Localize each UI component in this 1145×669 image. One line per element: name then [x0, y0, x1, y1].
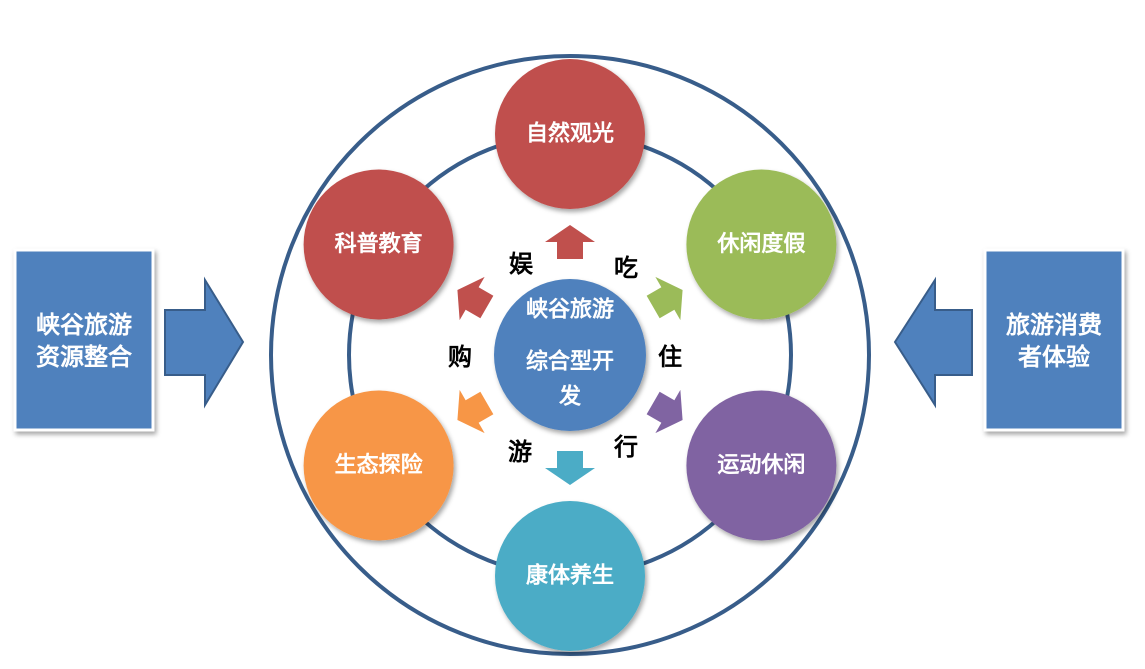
center-circle — [494, 279, 646, 431]
node-circle — [495, 59, 645, 209]
node-label: 生态探险 — [335, 452, 424, 478]
node-label: 休闲度假 — [716, 231, 805, 257]
node-label: 自然观光 — [526, 121, 614, 147]
element-label-zhu: 住 — [658, 343, 682, 371]
node-label: 科普教育 — [335, 231, 423, 257]
element-label-chi: 吃 — [614, 254, 638, 282]
element-label-gou: 购 — [448, 343, 472, 371]
right-box-line2: 者体验 — [1018, 343, 1090, 371]
left-box-line2: 资源整合 — [36, 343, 133, 371]
direction-arrow-icon — [457, 276, 494, 321]
node-circle — [303, 169, 454, 320]
outer-ring — [269, 54, 871, 656]
node-circle — [495, 501, 645, 651]
left-box-line1: 峡谷旅游 — [36, 311, 132, 339]
direction-arrow-icon — [545, 225, 595, 259]
right-arrow-icon — [893, 276, 973, 409]
element-label-yu: 娱 — [509, 250, 534, 278]
node-label: 运动休闲 — [717, 453, 805, 478]
direction-arrow-icon — [646, 389, 683, 434]
node-circle — [686, 390, 837, 541]
node-label: 康体养生 — [526, 563, 614, 589]
direction-arrow-icon — [545, 451, 595, 485]
node-circle — [303, 390, 454, 541]
center-line1: 峡谷旅游 — [526, 297, 614, 323]
right-box — [983, 248, 1125, 432]
node-circle — [686, 169, 837, 320]
center-line3: 发 — [558, 384, 582, 410]
element-label-xing: 行 — [613, 433, 638, 461]
direction-arrow-icon — [646, 276, 683, 321]
center-line2: 综合型开 — [526, 349, 614, 375]
element-label-you: 游 — [508, 438, 532, 466]
direction-arrow-icon — [457, 389, 494, 434]
right-box-line1: 旅游消费 — [1006, 311, 1102, 339]
left-arrow-icon — [164, 276, 245, 409]
left-box — [13, 248, 155, 432]
